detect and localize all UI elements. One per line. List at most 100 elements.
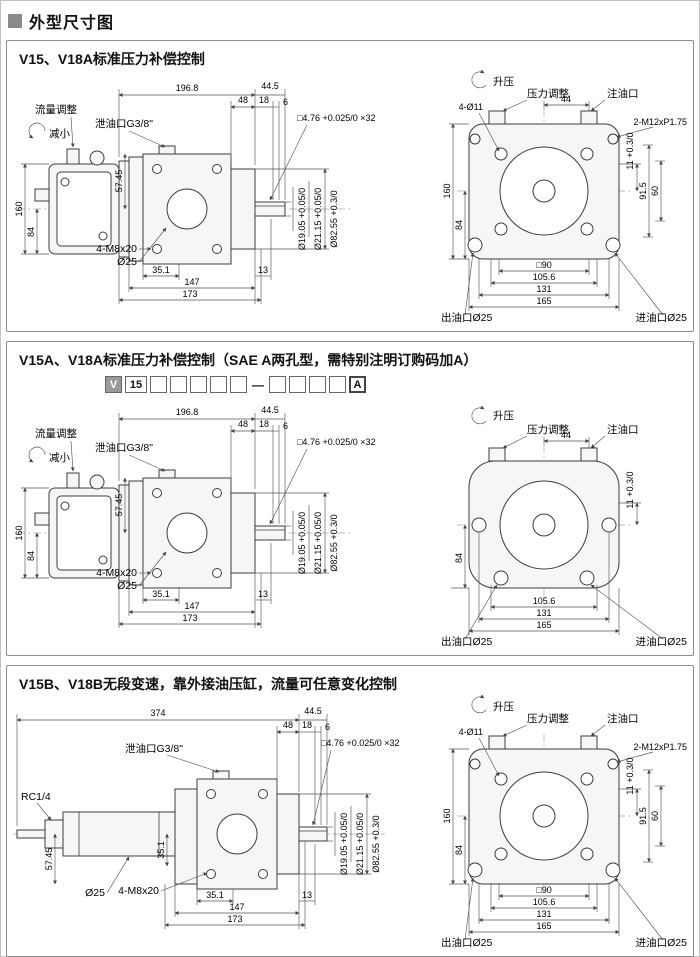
- dim-173-label: 173: [182, 289, 197, 299]
- drawing-v15-v18a: 流量调整 减小 泄油口G3/8" 196.8 44.5 48 18 6 □4.7…: [14, 69, 688, 324]
- dia-82-label: Ø82.55 +0.3/0: [329, 514, 339, 571]
- panel-v15a-v18a: V15A、V18A标准压力补偿控制（SAE A两孔型，需特别注明订购码加A） V…: [6, 341, 694, 656]
- key-spec-label: □4.76 +0.025/0 ×32: [321, 738, 400, 748]
- dim-91-label: 91.5: [638, 807, 648, 825]
- front-view-dimensions: [449, 694, 665, 941]
- header-bullet-icon: [8, 14, 22, 28]
- boost-label: 升压: [493, 76, 514, 88]
- dim-165-label: 165: [536, 296, 551, 306]
- flow-adjust-label: 流量调整: [35, 427, 77, 440]
- dim-173-label: 173: [182, 613, 197, 623]
- dim-6-label: 6: [283, 421, 288, 431]
- key-spec-label: □4.76 +0.025/0 ×32: [297, 113, 376, 123]
- dim-48-label: 48: [238, 95, 248, 105]
- dim-131-label: 131: [536, 608, 551, 618]
- dia-25-label: Ø25: [85, 887, 105, 899]
- dim-44-5-label: 44.5: [304, 706, 322, 716]
- pump-front-view-sae: 升压 压力调整 注油口 44 84 11 +0.3/0 105.6 131 16…: [441, 405, 688, 648]
- dim-84-label: 84: [454, 220, 464, 230]
- dim-147-label: 147: [229, 902, 244, 912]
- dim-sq90-label: □90: [536, 885, 551, 895]
- dim-11-label: 11 +0.3/0: [625, 132, 635, 169]
- dim-105-label: 105.6: [533, 596, 556, 606]
- panel-title: V15B、V18B无段变速，靠外接油压缸，流量可任意变化控制: [19, 676, 398, 692]
- dim-57-label: 57.45: [114, 170, 124, 193]
- model-code-blank: [289, 376, 306, 393]
- model-code-series: 15: [125, 376, 147, 393]
- inlet-label: 进油口Ø25: [636, 635, 688, 648]
- dim-13-label: 13: [302, 890, 312, 900]
- pump-front-view: 升压 压力调整 注油口 4-Ø11 2-M12xP1.75 160 84 11 …: [441, 694, 688, 949]
- dim-44-5-label: 44.5: [261, 405, 279, 415]
- model-code-blank: [210, 376, 227, 393]
- dim-6-label: 6: [325, 722, 330, 732]
- side-view-leaders: [36, 749, 332, 894]
- inlet-label: 进油口Ø25: [636, 936, 688, 949]
- drain-port-label: 泄油口G3/8": [95, 441, 153, 454]
- dim-84-label: 84: [454, 845, 464, 855]
- dim-160-label: 160: [14, 201, 24, 216]
- dia-21-label: Ø21.15 +0.05/0: [313, 512, 323, 574]
- dim-57-label: 57.45: [44, 848, 54, 871]
- drain-port-label: 泄油口G3/8": [95, 117, 153, 130]
- front-view-dimensions: [451, 405, 664, 640]
- dim-105-label: 105.6: [533, 897, 556, 907]
- dim-160-label: 160: [14, 525, 24, 540]
- side-view-dimensions: [16, 714, 371, 929]
- model-code-blank: [309, 376, 326, 393]
- pump-side-view: 流量调整 减小 泄油口G3/8" 196.8 44.5 48 18 6 □4.7…: [14, 405, 376, 628]
- dim-105-label: 105.6: [533, 272, 556, 282]
- drain-port-label: 泄油口G3/8": [125, 742, 183, 755]
- page-header: 外型尺寸图: [8, 9, 694, 33]
- holes-label: 4-Ø11: [459, 102, 483, 112]
- model-code-suffix: A: [349, 376, 366, 393]
- inlet-label: 进油口Ø25: [636, 311, 688, 324]
- panel-v15-v18a: V15、V18A标准压力补偿控制: [6, 40, 694, 332]
- holes-label: 4-Ø11: [459, 727, 483, 737]
- decrease-label: 减小: [49, 452, 70, 464]
- dim-48-label: 48: [238, 419, 248, 429]
- boost-label: 升压: [493, 410, 514, 422]
- model-code-blank: [190, 376, 207, 393]
- side-view-leaders: [28, 440, 308, 587]
- dim-11-label: 11 +0.3/0: [625, 471, 635, 508]
- dim-131-label: 131: [536, 909, 551, 919]
- drawing-v15a-v18a: 流量调整 减小 泄油口G3/8" 196.8 44.5 48 18 6 □4.7…: [14, 405, 688, 648]
- model-code: V 15 — A: [105, 376, 693, 393]
- dia-21-label: Ø21.15 +0.05/0: [355, 813, 365, 875]
- outlet-label: 出油口Ø25: [441, 311, 493, 324]
- outlet-label: 出油口Ø25: [441, 936, 493, 949]
- dim-6-label: 6: [283, 97, 288, 107]
- dim-160-label: 160: [442, 183, 452, 198]
- dim-196-8-label: 196.8: [176, 83, 199, 93]
- panel-title: V15、V18A标准压力补偿控制: [19, 51, 205, 67]
- bolt-label: 4-M8x20: [96, 567, 137, 579]
- decrease-arrow-icon: [28, 446, 46, 463]
- side-view-leaders: [28, 116, 308, 263]
- dim-131-label: 131: [536, 284, 551, 294]
- outlet-label: 出油口Ø25: [441, 635, 493, 648]
- thread-label: 2-M12xP1.75: [633, 117, 687, 127]
- boost-arrow-icon: [471, 694, 487, 714]
- dim-13-label: 13: [258, 589, 268, 599]
- dim-18-label: 18: [259, 95, 269, 105]
- dim-60-label: 60: [650, 186, 660, 196]
- dim-60-label: 60: [650, 811, 660, 821]
- fill-port-label: 注油口: [607, 87, 639, 100]
- fill-port-label: 注油口: [607, 423, 639, 436]
- panel-v15b-v18b: V15B、V18B无段变速，靠外接油压缸，流量可任意变化控制: [6, 665, 694, 957]
- model-code-blank: [230, 376, 247, 393]
- boost-label: 升压: [493, 701, 514, 713]
- dim-35-label: 35.1: [152, 265, 170, 275]
- dim-18-label: 18: [302, 720, 312, 730]
- front-view-dimensions: [449, 69, 665, 316]
- dia-25-label: Ø25: [117, 580, 137, 592]
- dia-82-label: Ø82.55 +0.3/0: [371, 815, 381, 872]
- dia-19-label: Ø19.05 +0.05/0: [297, 512, 307, 574]
- model-code-blank: [269, 376, 286, 393]
- key-spec-label: □4.76 +0.025/0 ×32: [297, 437, 376, 447]
- dim-44-label: 44: [561, 94, 571, 104]
- model-code-blank: [170, 376, 187, 393]
- dim-35-label: 35.1: [152, 589, 170, 599]
